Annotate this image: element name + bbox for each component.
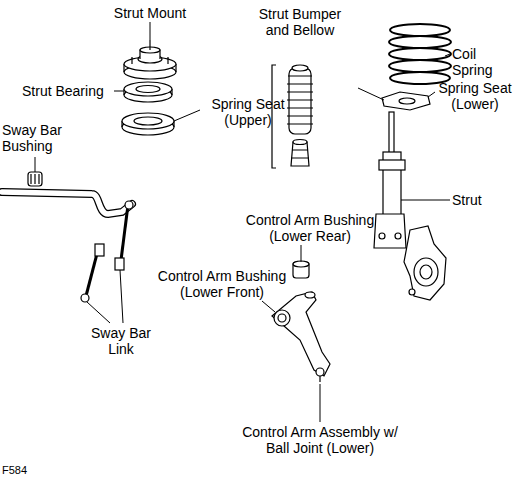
part-label: Spring Seat (Lower) (432, 80, 518, 112)
bracket (272, 65, 276, 168)
coil-spring (389, 24, 451, 84)
control-arm (272, 292, 330, 382)
part-label: Spring Seat (Upper) (200, 96, 296, 128)
rear-bushing (293, 261, 309, 278)
figure-code: F584 (2, 464, 62, 477)
part-label: Strut Mount (100, 5, 200, 21)
part-label: Coil Spring (452, 46, 518, 78)
strut-bellow (287, 65, 313, 134)
lower-spring-seat (382, 92, 430, 110)
sway-bar-bushing (28, 172, 42, 186)
upper-spring-seat (122, 113, 174, 135)
strut-bumper (291, 140, 309, 167)
part-label: Control Arm Assembly w/ Ball Joint (Lowe… (240, 424, 400, 456)
part-label: Strut Bumper and Bellow (252, 6, 348, 38)
sway-bar (2, 192, 132, 214)
strut-mount (124, 40, 176, 79)
part-label: Sway Bar Link (88, 325, 154, 357)
part-label: Control Arm Bushing (Lower Front) (136, 268, 308, 300)
leader-lines (35, 22, 450, 422)
part-label: Control Arm Bushing (Lower Rear) (224, 212, 396, 244)
strut-bearing (124, 82, 172, 102)
sway-bar-link (81, 201, 133, 302)
part-label: Sway Bar Bushing (2, 122, 68, 154)
part-label: Strut (452, 192, 512, 208)
part-label: Strut Bearing (22, 83, 114, 99)
steering-knuckle (404, 226, 446, 300)
strut (374, 112, 406, 248)
